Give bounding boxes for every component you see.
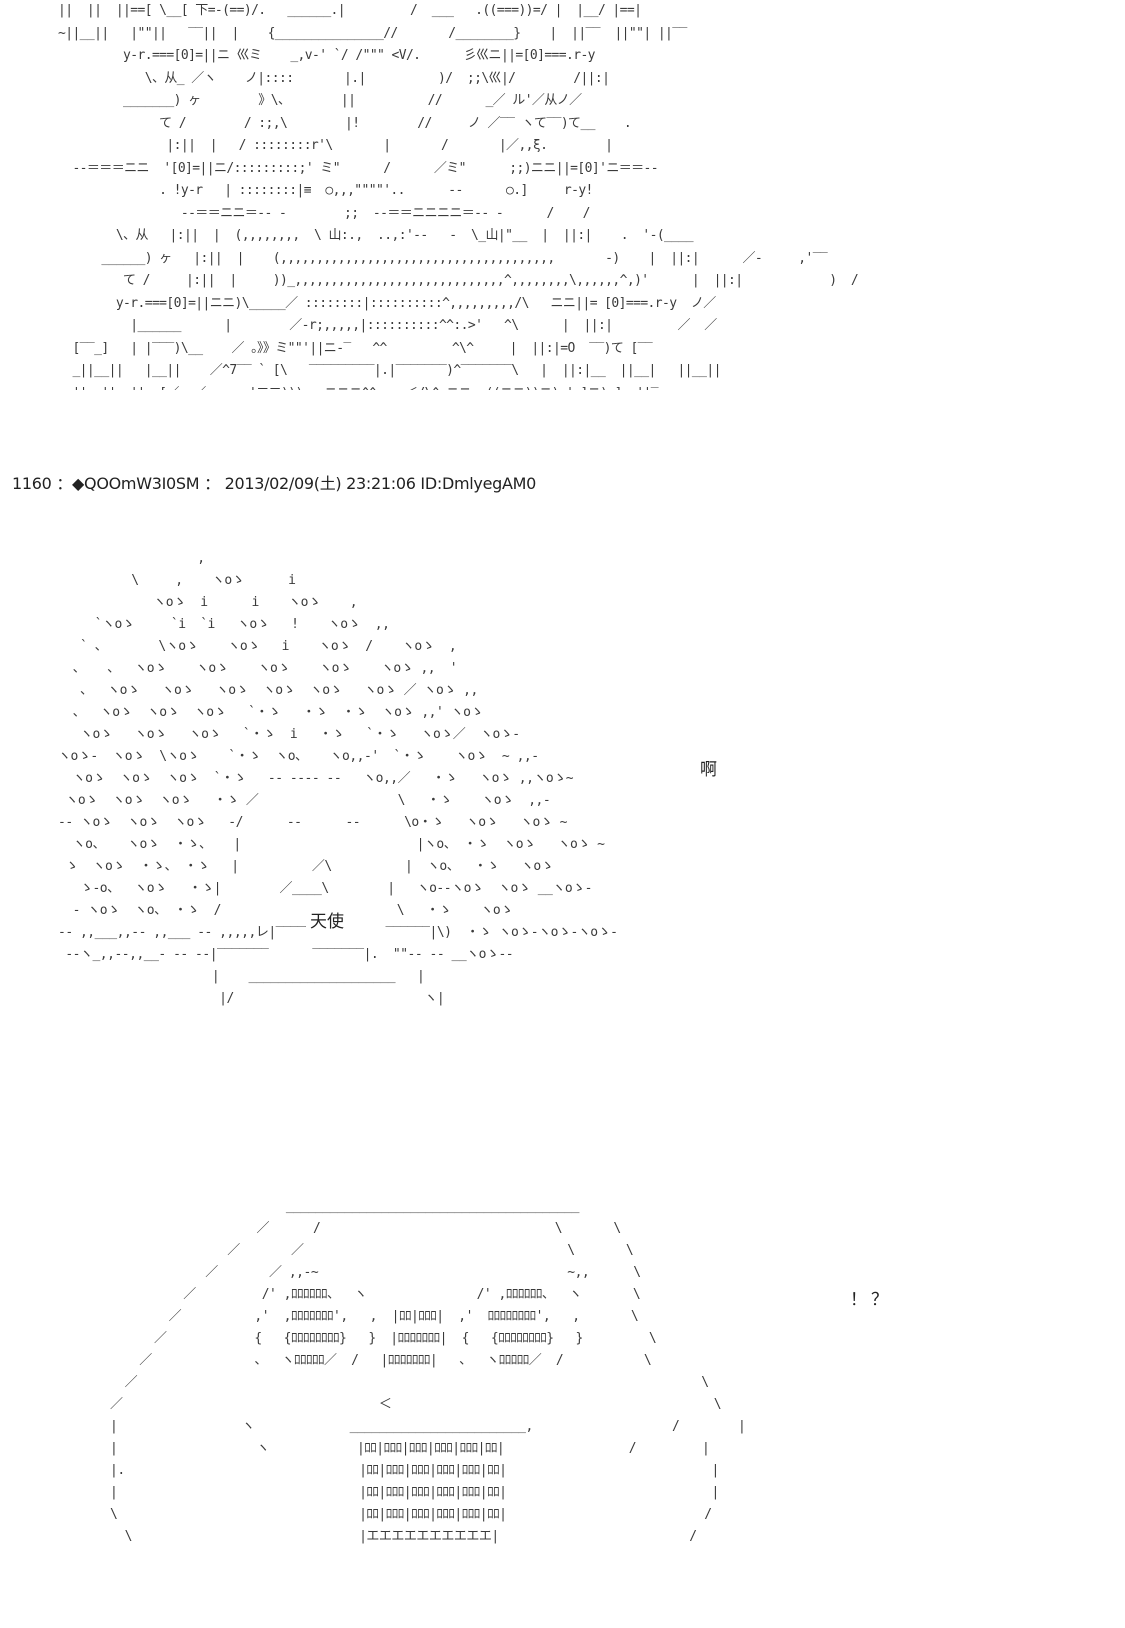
ascii-art-face: ________________________________________… [110,1199,746,1544]
post-author[interactable]: ◆QOOmW3I0SM [72,474,200,493]
post-date-separator: ： [204,474,220,493]
ascii-art-city: || || ||==[ \__[ 下=-(==)/. ______.| / __… [58,3,859,390]
sfx-surprise: ！？ [850,1290,892,1310]
sfx-ah: 啊 [700,760,717,780]
post-datetime: 2013/02/09(土) 23:21:06 [224,474,416,493]
post-separator: ： [56,474,73,493]
post-number: 1160 [12,474,52,493]
ascii-art-angel: , \ , ヽoゝ i ヽoゝ i i ヽoゝ , `ヽoゝ `i `i ヽoゝ… [58,551,618,1006]
post-header: 1160 ：◆QOOmW3I0SM ： 2013/02/09(土) 23:21:… [12,470,536,494]
angel-label: 天使 [306,907,348,932]
post-id[interactable]: ID:DmlyegAM0 [420,474,537,493]
page-frame [12,0,1115,1628]
